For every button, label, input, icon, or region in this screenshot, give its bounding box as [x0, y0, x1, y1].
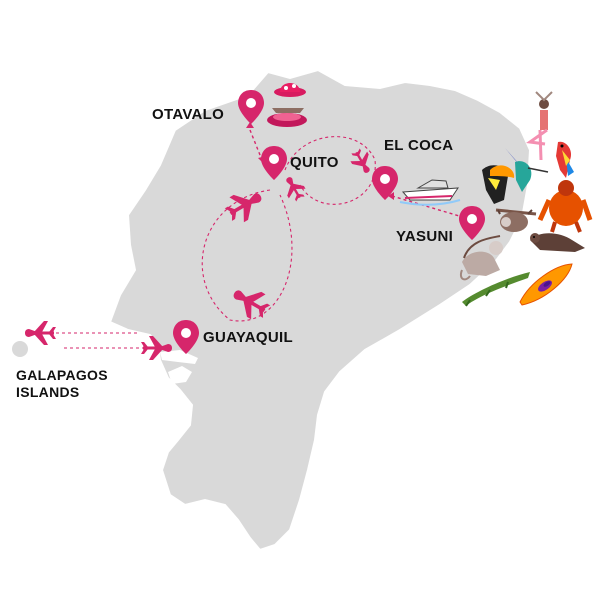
- sloth-icon: [495, 208, 537, 232]
- caiman-icon: [462, 272, 530, 307]
- kayak-icon: [519, 263, 573, 306]
- boat-icon: [399, 179, 461, 206]
- yoga-person-icon: [526, 91, 553, 161]
- label-otavalo: OTAVALO: [152, 106, 225, 123]
- label-yasuni: YASUNI: [396, 228, 454, 245]
- label-galapagos: GALAPAGOS ISLANDS: [16, 367, 108, 401]
- toucan-icon: [482, 165, 515, 204]
- route-lines: [38, 129, 467, 349]
- gulf-cut: [160, 350, 198, 364]
- hummingbird-icon: [505, 148, 549, 192]
- puna-island: [168, 366, 192, 384]
- otter-icon: [530, 233, 585, 252]
- label-quito: QUITO: [290, 154, 339, 171]
- label-guayaquil: GUAYAQUIL: [203, 329, 293, 346]
- route-elcoca-yasuni: [391, 195, 467, 219]
- market-hat-icon: [267, 83, 307, 127]
- route-quito-elcoca-loop: [284, 136, 376, 205]
- monkey-icon: [460, 235, 503, 281]
- galapagos-island: [12, 341, 28, 357]
- route-quito-guayaquil-loop: [201, 189, 293, 322]
- label-galapagos-line2: ISLANDS: [16, 384, 80, 400]
- macaw-icon: [556, 141, 574, 178]
- airplane-icon: [25, 321, 56, 345]
- route-otavalo-quito: [249, 129, 263, 161]
- arrow-otavalo: [246, 122, 254, 128]
- label-el-coca: EL COCA: [384, 137, 454, 154]
- ecuador-landmass: [108, 68, 532, 552]
- label-galapagos-line1: GALAPAGOS: [16, 367, 108, 383]
- orangutan-icon: [537, 180, 593, 233]
- arrow-elcoca: [388, 192, 394, 200]
